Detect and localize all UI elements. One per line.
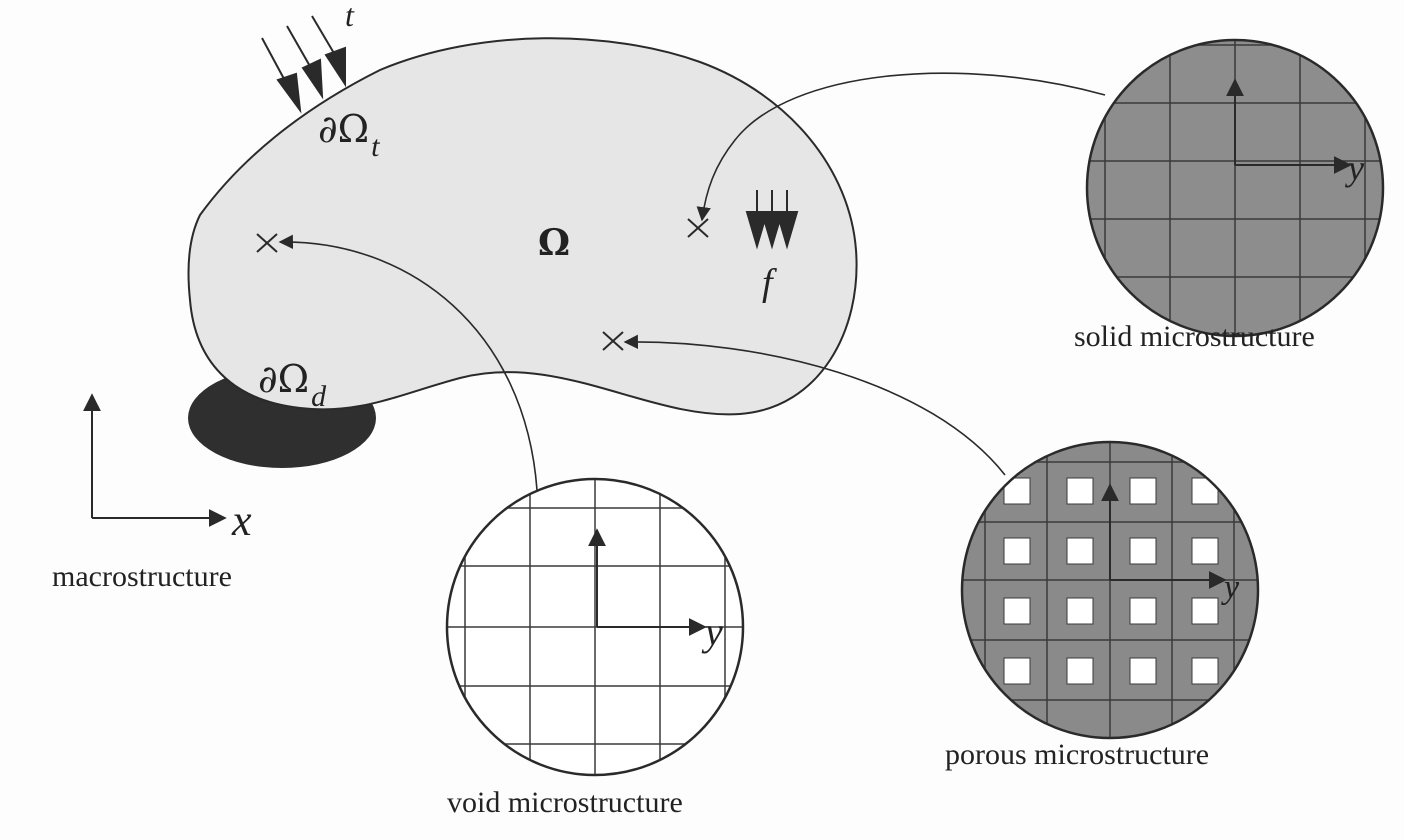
porous-y-label: y (1221, 569, 1240, 606)
void-microstructure (445, 477, 745, 777)
solid-caption: solid microstructure (1074, 320, 1315, 353)
solid-microstructure (1085, 38, 1385, 338)
material-point-solid (687, 218, 709, 238)
porous-caption: porous microstructure (945, 738, 1209, 771)
solid-y-label: y (1345, 148, 1364, 188)
connector-solid (696, 72, 1106, 222)
x-axis-label: x (231, 496, 252, 545)
porous-microstructure (960, 440, 1260, 740)
macrostructure-caption: macrostructure (52, 560, 232, 593)
displacement-boundary-label: ∂Ωd (258, 357, 327, 413)
material-point-porous (602, 331, 624, 351)
traction-symbol: t (345, 0, 355, 33)
macro-body (187, 37, 858, 416)
void-y-label: y (701, 609, 723, 654)
material-point-void (256, 233, 278, 253)
connector-void (278, 234, 538, 491)
body-force-arrows (745, 190, 799, 250)
traction-boundary-label: ∂Ωt (318, 107, 380, 163)
traction-arrows (261, 15, 346, 114)
void-caption: void microstructure (447, 786, 683, 819)
macro-axes (83, 393, 227, 527)
domain-symbol: Ω (538, 222, 570, 264)
connector-porous (623, 334, 1006, 476)
